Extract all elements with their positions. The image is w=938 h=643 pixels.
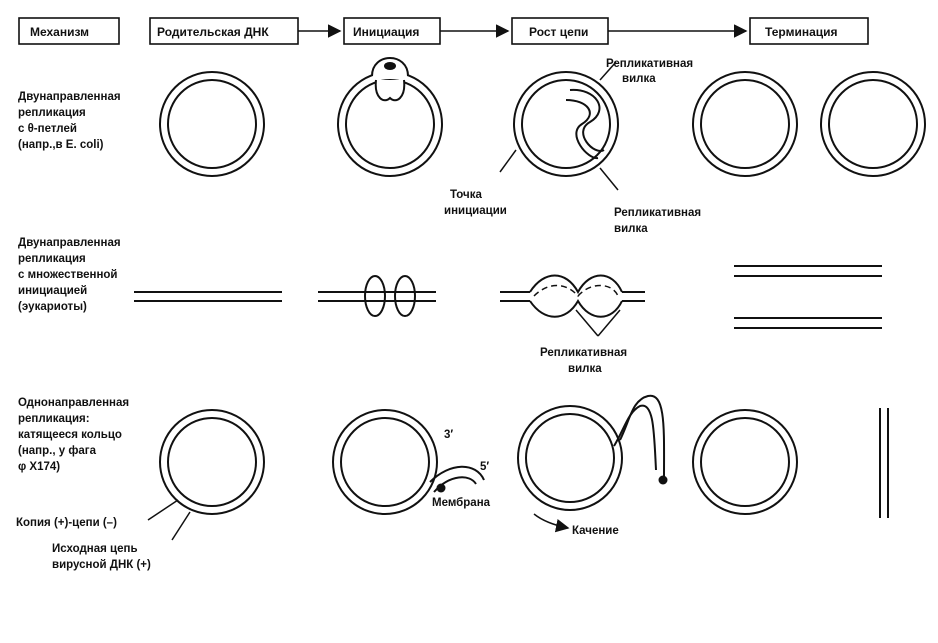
row2-line-4: инициацией [18, 285, 87, 297]
copy-strand-pointer [147, 499, 179, 521]
rolling-arrow [533, 513, 570, 533]
row1-initiation-dna [337, 57, 443, 177]
fork-mid-pointer-b [597, 309, 621, 337]
fork-top-label-2: вилка [622, 73, 656, 85]
row3-parent-dna [147, 409, 265, 541]
fork-top-label-1: Репликативная [606, 58, 693, 70]
copy-strand-label: Копия (+)-цепи (–) [16, 517, 117, 529]
row2-line-5: (эукариоты) [18, 301, 87, 313]
fork-mid-pointer-a [575, 309, 599, 337]
row3-termination-dna [692, 408, 889, 518]
header-initiation: Инициация [353, 25, 419, 39]
row1-parent-dna [159, 71, 265, 177]
init-point-label-1: Точка [450, 189, 482, 201]
fork-top-pointer [599, 61, 617, 81]
row1-line-4: (напр.,в E. coli) [18, 139, 104, 151]
row2-growth-dna [500, 274, 645, 337]
row3-line-4: (напр., у фага [18, 445, 97, 457]
viral-strand-pointer [171, 511, 191, 541]
fork-mid-label-2: вилка [568, 363, 602, 375]
fork-bottom-label-1: Репликативная [614, 207, 701, 219]
header-parent-dna: Родительская ДНК [157, 25, 269, 39]
row1-line-3: с θ-петлей [18, 123, 77, 135]
membrane-dot [436, 483, 446, 493]
row3-line-5: φ X174) [18, 461, 60, 473]
row3-line-2: репликация: [18, 413, 90, 425]
row2-line-1: Двунаправленная [18, 237, 121, 249]
row2-termination-dna [734, 265, 882, 329]
fork-bottom-pointer [599, 167, 619, 191]
row3-line-1: Однонаправленная [18, 397, 129, 409]
row2-initiation-dna [318, 275, 436, 317]
row2-label: Двунаправленная репликация с множественн… [18, 237, 121, 313]
row2-parent-dna [134, 291, 282, 302]
header-chain-growth: Рост цепи [529, 25, 588, 39]
header-mechanism: Механизм [30, 25, 89, 39]
header-box-initiation [343, 17, 441, 45]
header-row: Механизм Родительская ДНК Инициация Рост… [18, 17, 869, 45]
rolling-label: Качение [572, 525, 619, 537]
fork-mid-label-1: Репликативная [540, 347, 627, 359]
header-box-termination [749, 17, 869, 45]
fork-bottom-label-2: вилка [614, 223, 648, 235]
row3-line-3: катящееся кольцо [18, 429, 122, 441]
init-point-label-2: инициации [444, 205, 507, 217]
viral-strand-label-2: вирусной ДНК (+) [52, 559, 151, 571]
init-point-pointer [499, 149, 517, 173]
membrane-label: Мембрана [432, 497, 491, 509]
row1-label: Двунаправленная репликация с θ-петлей (н… [18, 91, 121, 151]
row1-line-1: Двунаправленная [18, 91, 121, 103]
row2-line-3: с множественной [18, 269, 118, 281]
row1-termination-dna [692, 71, 926, 177]
header-box-mechanism [18, 17, 120, 45]
row2-line-2: репликация [18, 253, 86, 265]
header-box-parent-dna [149, 17, 299, 45]
row3-growth-dna [517, 394, 668, 533]
header-box-chain-growth [511, 17, 609, 45]
header-termination: Терминация [765, 25, 838, 39]
viral-strand-label-1: Исходная цепь [52, 543, 138, 555]
row1-line-2: репликация [18, 107, 86, 119]
three-prime-label: 3′ [444, 429, 453, 441]
five-prime-label: 5′ [480, 461, 489, 473]
row3-label: Однонаправленная репликация: катящееся к… [18, 397, 129, 473]
rolling-dot [658, 475, 668, 485]
row3-initiation-dna [332, 409, 485, 515]
row1-growth-dna [499, 61, 619, 191]
